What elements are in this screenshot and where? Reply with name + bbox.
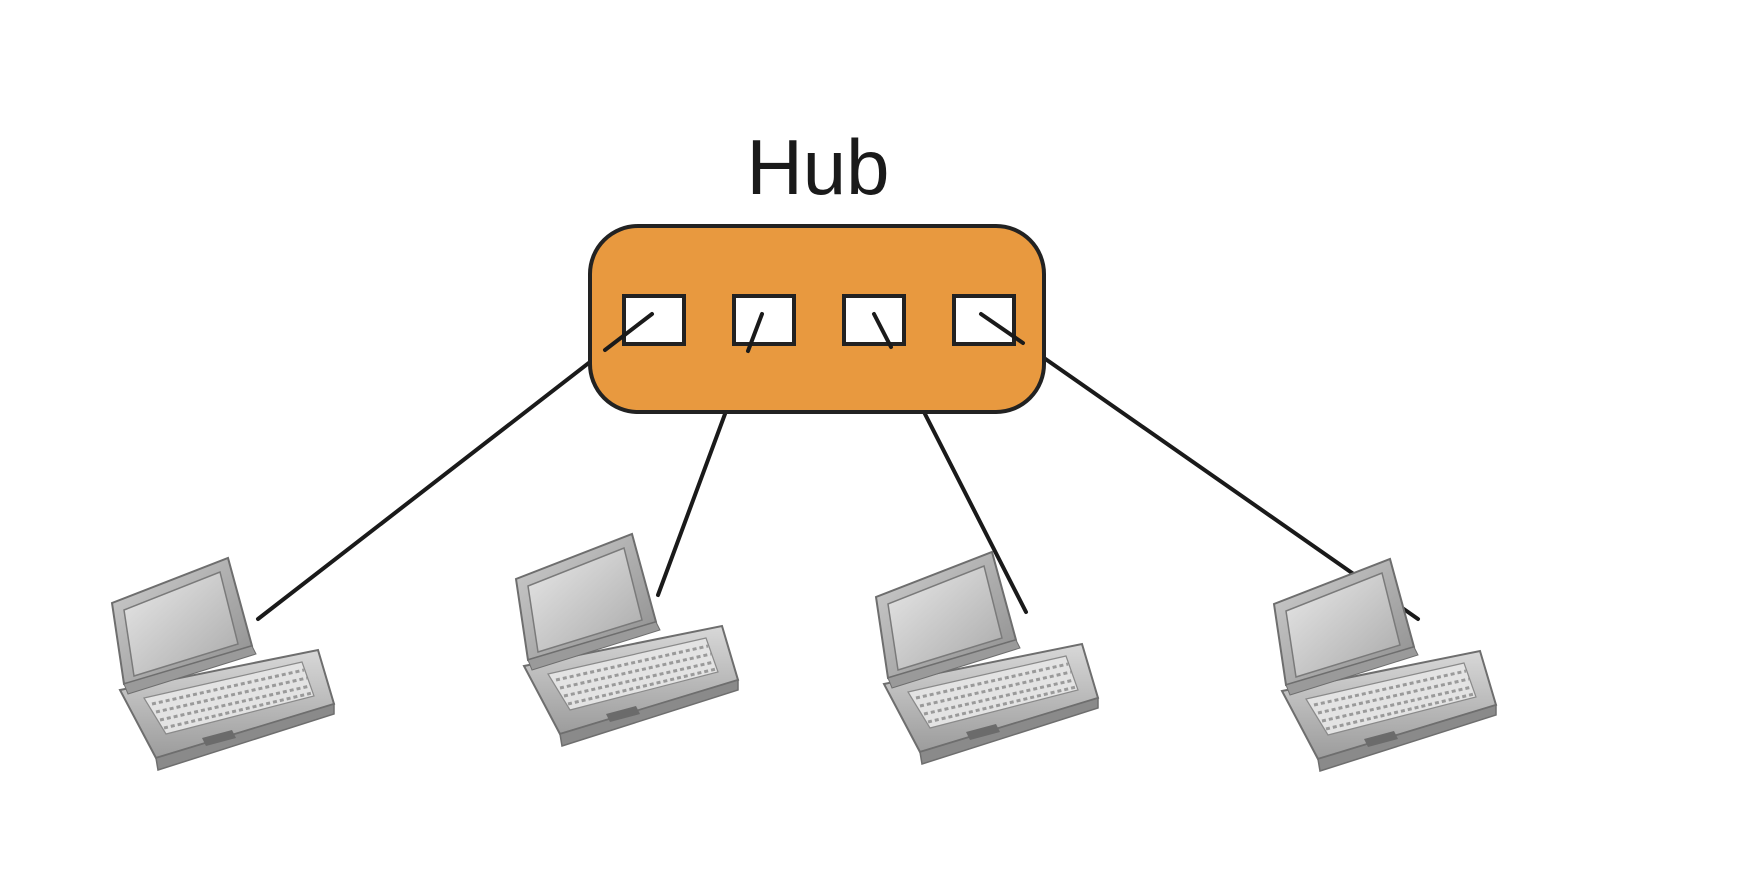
laptop-icon [1274,559,1496,771]
hub-port-2 [734,296,794,344]
laptop-1 [112,558,334,770]
hub-port-3 [844,296,904,344]
hub-port-1 [624,296,684,344]
laptop-4 [1274,559,1496,771]
laptop-3 [876,552,1098,764]
hub-label: Hub [746,123,889,211]
hub-port-4 [954,296,1014,344]
laptop-icon [876,552,1098,764]
hub-device [590,226,1044,412]
laptop-icon [112,558,334,770]
laptop-2 [516,534,738,746]
laptop-icon [516,534,738,746]
